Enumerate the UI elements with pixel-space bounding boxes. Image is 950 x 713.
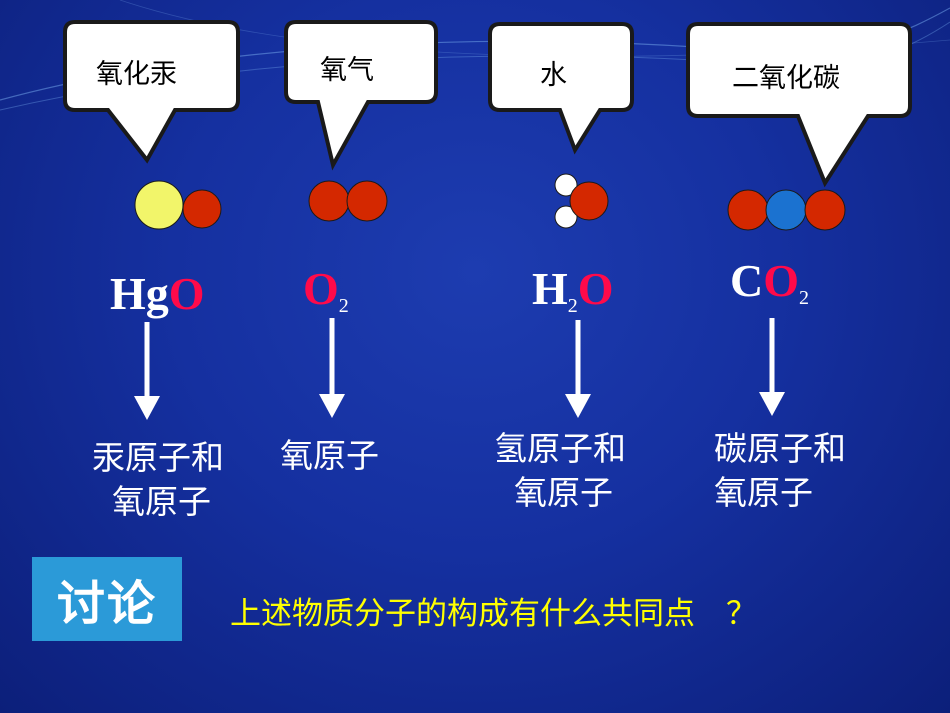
formula-o2-subscript: 2 [338, 295, 349, 317]
description-h2o: 氢原子和 氧原子 [494, 427, 626, 515]
molecule-hgo [134, 180, 222, 230]
formula-o2-oxygen: O [303, 263, 339, 314]
molecule-h2o [554, 173, 609, 229]
oxygen-atom [182, 189, 222, 229]
discussion-question: 上述物质分子的构成有什么共同点 ？ [230, 596, 757, 632]
oxygen-atom [346, 180, 388, 222]
formula-co2-oxygen: O [763, 255, 800, 306]
molecule-o2 [308, 180, 388, 222]
description-co2-line2: 氧原子 [714, 473, 813, 512]
callout-bubble-oxygen [284, 20, 438, 171]
molecule-co2 [727, 189, 846, 231]
formula-h2o: H2O [532, 263, 614, 317]
oxygen-atom [804, 189, 846, 231]
description-hgo: 汞原子和 氧原子 [92, 436, 224, 524]
formula-h2o-oxygen: O [577, 263, 614, 314]
formula-o2: O2 [303, 263, 349, 317]
description-hgo-line2: 氧原子 [112, 482, 211, 521]
formula-hgo-prefix: Hg [110, 268, 169, 319]
description-o2: 氧原子 [280, 434, 379, 478]
formula-co2-subscript: 2 [799, 287, 810, 309]
description-co2-line1: 碳原子和 [714, 429, 846, 468]
callout-bubble-carbon-dioxide [686, 22, 912, 188]
oxygen-atom [569, 181, 609, 221]
discussion-badge: 讨论 [32, 557, 182, 641]
description-co2: 碳原子和 氧原子 [714, 427, 846, 515]
arrow-down-icon [134, 322, 160, 420]
hydrogen-atom [554, 173, 578, 197]
formula-h2o-prefix: H [532, 263, 568, 314]
arrow-down-icon [759, 318, 785, 416]
formula-hgo: HgO [110, 271, 205, 317]
formula-co2-prefix: C [730, 255, 764, 306]
formula-co2: CO2 [730, 255, 809, 309]
arrow-down-icon [319, 318, 345, 418]
formula-h2o-subscript: 2 [567, 295, 578, 317]
callout-label-oxygen: 氧气 [320, 55, 374, 86]
formula-hgo-oxygen: O [168, 268, 205, 319]
callout-label-carbon-dioxide: 二氧化碳 [732, 63, 840, 94]
callout-bubble-water [488, 22, 634, 155]
callout-label-mercury-oxide: 氧化汞 [96, 59, 177, 90]
discussion-label: 讨论 [56, 576, 157, 632]
description-hgo-line1: 汞原子和 [92, 438, 224, 477]
hydrogen-atom [554, 205, 578, 229]
callout-label-water: 水 [540, 60, 567, 91]
description-h2o-line1: 氢原子和 [494, 429, 626, 468]
description-o2-line1: 氧原子 [280, 436, 379, 475]
callout-bubble-mercury-oxide [63, 20, 240, 164]
description-h2o-line2: 氧原子 [514, 473, 613, 512]
arrow-down-icon [565, 320, 591, 418]
